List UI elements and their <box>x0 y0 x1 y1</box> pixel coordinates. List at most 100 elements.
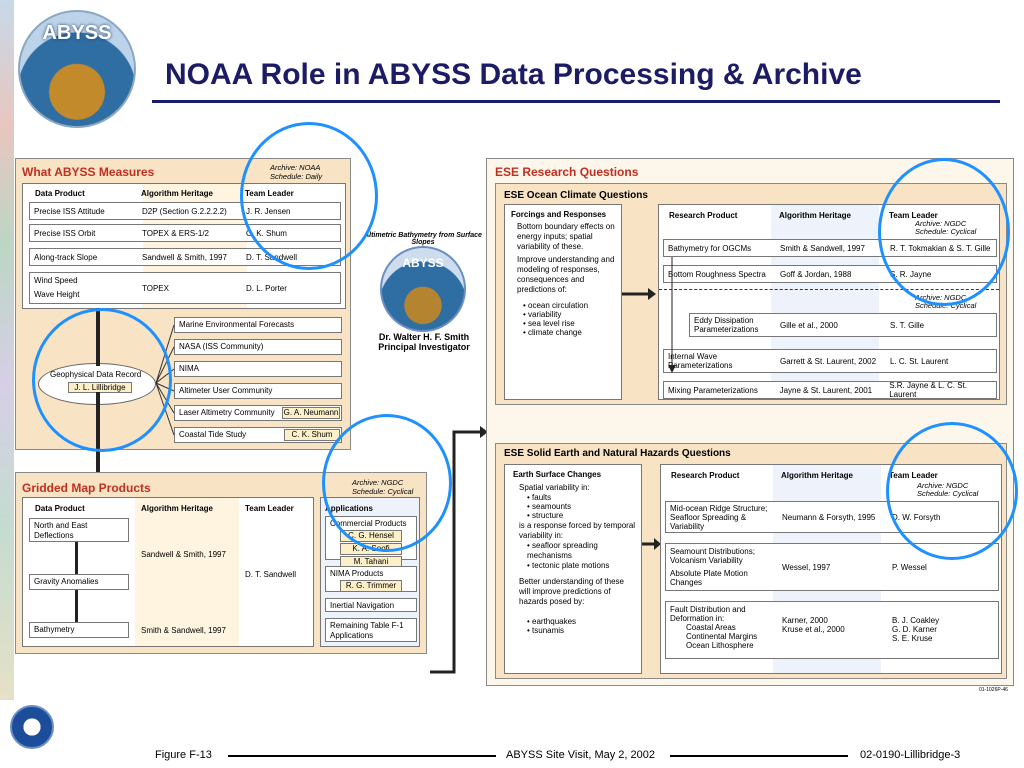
table-row: Fault Distribution and Deformation in: C… <box>665 601 999 659</box>
product-cell: Bathymetry for OGCMs <box>668 243 752 253</box>
leader-coakley: B. J. Coakley <box>892 616 940 625</box>
leader-sandwell: D. T. Sandwell <box>245 570 296 579</box>
changes-text2: is a response forced by temporal variabi… <box>519 521 636 540</box>
noaa-logo <box>10 705 54 749</box>
table-row: Mixing Parameterizations Jayne & St. Lau… <box>663 381 997 399</box>
user-marine: Marine Environmental Forecasts <box>174 317 342 333</box>
forcings-head: Forcings and Responses <box>511 210 607 219</box>
app-remaining: Remaining Table F-1 Applications <box>325 618 417 642</box>
product-cell: Precise ISS Attitude <box>34 206 105 216</box>
bullet: • faults <box>527 493 552 502</box>
product-cell: Bottom Roughness Spectra <box>668 269 766 279</box>
changes-arrow <box>642 538 661 550</box>
col-header-leader: Team Leader <box>245 504 294 513</box>
changes-box: Earth Surface Changes Spatial variabilit… <box>504 464 642 674</box>
bullet: • climate change <box>523 328 582 337</box>
gridded-title: Gridded Map Products <box>22 481 151 495</box>
user-altimeter: Altimeter User Community <box>174 383 342 399</box>
col-header-product: Research Product <box>669 211 738 220</box>
heritage-cell: Karner, 2000 Kruse et al., 2000 <box>782 616 845 634</box>
gridded-table: Data Product Algorithm Heritage Team Lea… <box>22 497 314 647</box>
col-header-heritage: Algorithm Heritage <box>781 471 854 480</box>
pi-name: Dr. Walter H. F. Smith <box>378 332 470 342</box>
highlight-circle <box>878 158 1010 306</box>
flow-arrow <box>75 542 78 574</box>
earth-panel: ESE Solid Earth and Natural Hazards Ques… <box>495 443 1007 679</box>
abyss-logo-text: ABYSS <box>42 22 112 44</box>
forcings-arrow <box>622 288 656 300</box>
map-background <box>0 0 14 700</box>
leader-cell: S. T. Gille <box>890 320 925 330</box>
heritage-cell: Goff & Jordan, 1988 <box>780 269 852 279</box>
app-nima-label: NIMA Products <box>330 569 384 578</box>
bullet: • ocean circulation <box>523 301 589 310</box>
footer-right: 02-0190-Lillibridge-3 <box>860 749 961 761</box>
ese-title: ESE Research Questions <box>495 165 639 179</box>
wave-height: Wave Height <box>34 290 80 299</box>
table-row: Eddy Dissipation Parameterizations Gille… <box>689 313 997 337</box>
pi-logo-arc: Altimetric Bathymetry from Surface Slope… <box>364 232 482 246</box>
leader-cell: S.R. Jayne & L. C. St. Laurent <box>889 381 968 399</box>
highlight-circle <box>32 308 172 452</box>
bullet: • tectonic plate motions <box>527 561 610 570</box>
heritage-cell: Gille et al., 2000 <box>780 320 838 330</box>
sub-lithosphere: Ocean Lithosphere <box>686 641 754 650</box>
col-header-product: Data Product <box>35 189 85 198</box>
sub-margins: Continental Margins <box>686 632 758 641</box>
table-row: Wind Speed Wave Height TOPEX D. L. Porte… <box>29 272 341 304</box>
heritage-cell: Garrett & St. Laurent, 2002 <box>780 356 877 366</box>
heritage-cell: Sandwell & Smith, 1997 <box>142 252 227 262</box>
product-cell: Mixing Parameterizations <box>668 385 758 395</box>
title-divider <box>152 100 1000 103</box>
col-header-heritage: Algorithm Heritage <box>779 211 852 220</box>
heritage-cell: D2P (Section G.2.2.2.2) <box>142 206 227 216</box>
pi-role: Principal Investigator <box>378 342 470 352</box>
table-row: Mid-ocean Ridge Structure; Seafloor Spre… <box>665 501 999 533</box>
table-row: Internal Wave Parameterizations Garrett … <box>663 349 997 373</box>
tide-leader: C. K. Shum <box>284 429 340 441</box>
highlight-circle <box>322 414 452 552</box>
leader-cell: P. Wessel <box>892 562 927 572</box>
product-cell: Along-track Slope <box>34 252 98 262</box>
product-cell: Mid-ocean Ridge Structure; Seafloor Spre… <box>670 503 768 531</box>
leader-cell: L. C. St. Laurent <box>890 356 949 366</box>
page-title: NOAA Role in ABYSS Data Processing & Arc… <box>165 58 862 91</box>
product-cell: Seamount Distributions; Volcanism Variab… <box>666 547 782 587</box>
person-trimmer: R. G. Trimmer <box>340 580 402 592</box>
plate-motion-text: Absolute Plate Motion Changes <box>670 569 748 587</box>
dashed-divider <box>659 289 999 290</box>
app-nima: NIMA Products R. G. Trimmer <box>325 566 417 592</box>
fault-text: Fault Distribution and Deformation in: <box>670 605 746 623</box>
bullet: • seafloor spreading mechanisms <box>527 541 598 560</box>
figure-id: 01-1026P-46 <box>979 687 1008 693</box>
product-deflections: North and East Deflections <box>29 518 129 542</box>
footer-rule <box>670 755 848 757</box>
col-header-heritage: Algorithm Heritage <box>141 189 214 198</box>
bullet: • structure <box>527 511 564 520</box>
changes-text3: Better understanding of these will impro… <box>519 577 624 606</box>
col-header-product: Research Product <box>671 471 740 480</box>
table-row: Seamount Distributions; Volcanism Variab… <box>665 543 999 591</box>
leader-karner: G. D. Karner <box>892 625 937 634</box>
app-inertial: Inertial Navigation <box>325 598 417 612</box>
heritage-cell: TOPEX <box>142 283 169 293</box>
sub-coastal: Coastal Areas <box>686 623 736 632</box>
wind-speed: Wind Speed <box>34 276 78 285</box>
bullet: • earthquakes <box>527 617 577 626</box>
heritage-cell: Neumann & Forsyth, 1995 <box>782 512 876 522</box>
ocean-title: ESE Ocean Climate Questions <box>504 190 648 201</box>
col-header-product: Data Product <box>35 504 85 513</box>
forcings-text: Bottom boundary effects on energy inputs… <box>517 222 615 251</box>
measures-title: What ABYSS Measures <box>22 165 155 179</box>
changes-head: Earth Surface Changes <box>513 470 602 479</box>
ocean-flow-arrow <box>668 257 676 373</box>
col-header-heritage: Algorithm Heritage <box>141 504 214 513</box>
product-cell: Eddy Dissipation Parameterizations <box>694 316 759 334</box>
forcings-text2: Improve understanding and modeling of re… <box>517 255 615 294</box>
product-cell: Wind Speed Wave Height <box>30 274 142 302</box>
user-nima: NIMA <box>174 361 342 377</box>
laser-leader: G. A. Neumann <box>282 407 340 419</box>
earth-title: ESE Solid Earth and Natural Hazards Ques… <box>504 448 731 459</box>
product-cell: Fault Distribution and Deformation in: C… <box>666 602 782 650</box>
heritage-cell: Wessel, 1997 <box>782 562 831 572</box>
